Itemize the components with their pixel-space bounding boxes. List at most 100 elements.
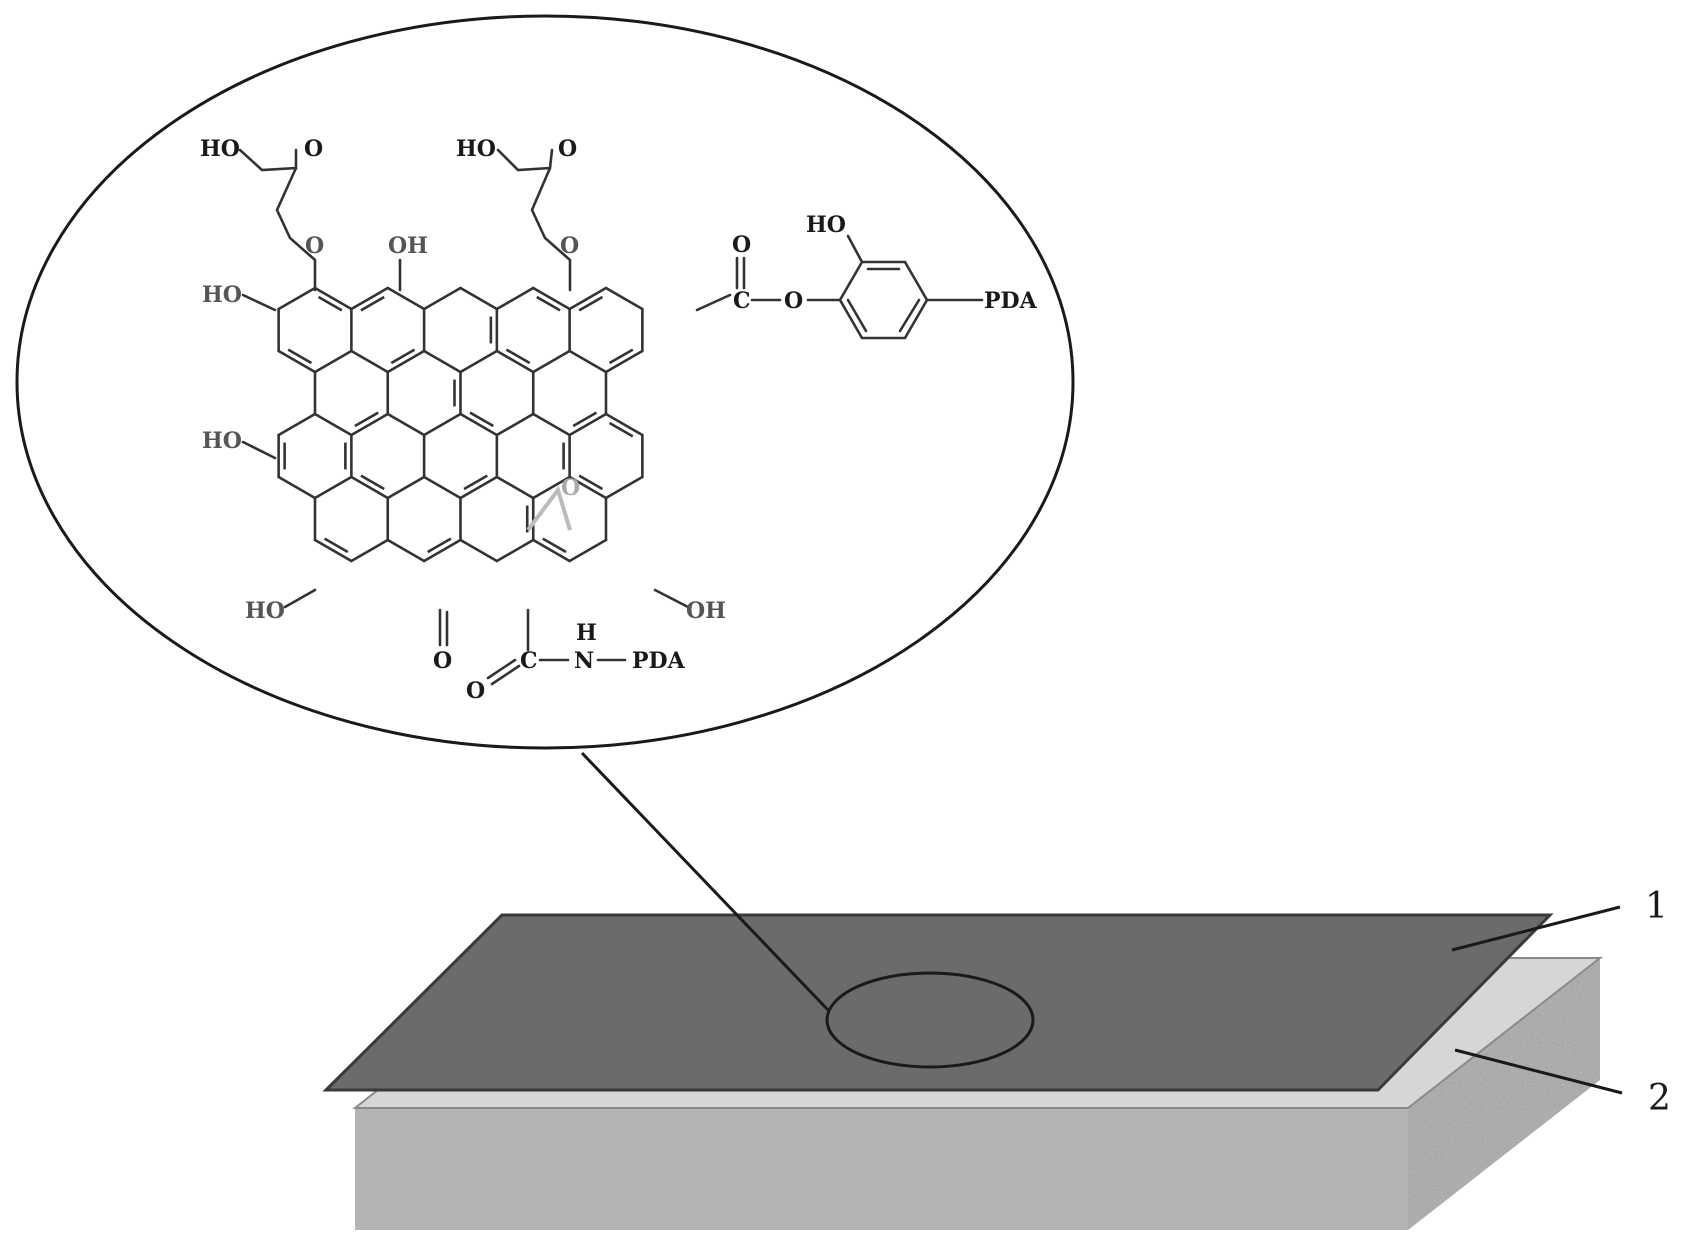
lattice-bond xyxy=(568,538,608,563)
lattice-bond xyxy=(495,349,535,374)
label-left-ho-3: HO xyxy=(245,598,285,624)
lattice-bond xyxy=(531,412,571,437)
lattice-bond xyxy=(568,349,608,374)
lattice-bond xyxy=(313,475,353,500)
lattice-bond xyxy=(386,286,426,311)
lattice-double-bond xyxy=(608,421,634,438)
lattice-double-bond xyxy=(608,348,634,365)
lattice-double-bond xyxy=(578,295,604,312)
lattice-double-bond xyxy=(427,537,452,554)
phenyl-dbl-3 xyxy=(846,298,868,333)
lattice-bond xyxy=(531,349,571,374)
bond-ho-3 xyxy=(283,588,317,609)
label-cooh-left-o: O xyxy=(304,136,323,162)
lattice-bond xyxy=(459,286,499,311)
label-ester-o: O xyxy=(784,288,803,314)
lattice-bond xyxy=(350,412,390,437)
lattice-bond xyxy=(604,286,644,311)
lattice-bond xyxy=(277,412,317,437)
zoom-bubble xyxy=(15,14,1075,750)
lattice-double-bond xyxy=(469,411,494,428)
lattice-bond xyxy=(531,538,571,563)
lattice-double-bond xyxy=(463,474,488,491)
film-layer xyxy=(322,913,1554,1092)
label-epoxide-o: O xyxy=(561,475,580,501)
film-sheet xyxy=(322,913,1554,1092)
lattice-double-bond xyxy=(578,474,604,491)
label-ester-c: C xyxy=(733,288,751,314)
lattice-bond xyxy=(386,475,426,500)
lattice-bond xyxy=(422,349,462,374)
lattice-bond xyxy=(277,475,317,500)
label-left-ho-2: HO xyxy=(202,428,242,454)
lattice-bond xyxy=(459,475,499,500)
lattice-bond xyxy=(531,286,571,311)
lattice-bond xyxy=(604,349,644,374)
lattice-bond xyxy=(386,412,426,437)
lattice-double-bond xyxy=(390,348,416,365)
callout-label-1: 1 xyxy=(1645,886,1668,927)
lattice-bond xyxy=(313,349,353,374)
callout-line-1 xyxy=(1451,905,1621,952)
lattice-bond xyxy=(568,412,608,437)
lattice-double-bond xyxy=(323,537,349,554)
lattice-bond xyxy=(531,475,571,500)
label-ether-left-o: O xyxy=(305,233,324,259)
lattice-bond xyxy=(568,475,608,500)
lattice-bond xyxy=(350,475,390,500)
label-top-oh: OH xyxy=(388,233,428,259)
film-zoom-circle xyxy=(825,971,1035,1069)
lattice-bond xyxy=(495,412,535,437)
phenyl-dbl-2 xyxy=(898,298,921,333)
bond-oh-right xyxy=(653,588,690,609)
lattice-bond xyxy=(350,286,390,311)
graphene-oxide-structure xyxy=(277,286,644,563)
label-phenol-ho: HO xyxy=(806,212,846,238)
bond-left-cooh-ho xyxy=(238,148,298,172)
callout-label-2: 2 xyxy=(1648,1078,1671,1119)
lattice-bond xyxy=(422,538,462,563)
label-ester-o-top: O xyxy=(732,232,751,258)
lattice-bond xyxy=(568,286,608,311)
lattice-bond xyxy=(495,538,535,563)
zoom-connector-line xyxy=(580,751,830,1012)
lattice-bond xyxy=(350,538,390,563)
label-cooh-right-o: O xyxy=(558,136,577,162)
label-pda-bottom: PDA xyxy=(632,648,686,674)
epoxide-bonds xyxy=(526,485,572,532)
label-ketone-o: O xyxy=(433,648,452,674)
substituent-bonds xyxy=(238,148,984,686)
label-amide-n: N xyxy=(574,648,594,674)
lattice-bond xyxy=(350,349,390,374)
lattice-double-bond xyxy=(542,537,567,554)
lattice-bond xyxy=(459,412,499,437)
lattice-double-bond xyxy=(354,411,379,428)
bond-right-cooh-ho xyxy=(496,148,554,172)
bond-left-ether xyxy=(275,166,317,292)
label-left-ho-1: HO xyxy=(202,282,242,308)
bond-ester-ring xyxy=(695,293,732,312)
label-pda-right: PDA xyxy=(984,288,1038,314)
bond-amide-co xyxy=(486,658,517,680)
lattice-bond xyxy=(386,349,426,374)
lattice-bond xyxy=(277,349,317,374)
lattice-double-bond xyxy=(536,295,561,312)
label-right-oh: OH xyxy=(686,598,726,624)
lattice-bond xyxy=(604,475,644,500)
lattice-bond xyxy=(604,412,644,437)
lattice-bond xyxy=(422,286,462,311)
label-amide-h: H xyxy=(576,620,597,646)
lattice-double-bond xyxy=(505,348,531,365)
lattice-bond xyxy=(313,538,353,563)
substrate-front-texture xyxy=(355,1108,1408,1230)
lattice-bond xyxy=(459,538,499,563)
lattice-bond xyxy=(422,475,462,500)
bond-right-ether xyxy=(530,166,572,292)
lattice-double-bond xyxy=(360,474,385,491)
lattice-bond xyxy=(495,286,535,311)
lattice-bond xyxy=(277,286,317,311)
label-cooh-left-ho: HO xyxy=(200,136,240,162)
bond-amide-co2 xyxy=(490,664,521,686)
